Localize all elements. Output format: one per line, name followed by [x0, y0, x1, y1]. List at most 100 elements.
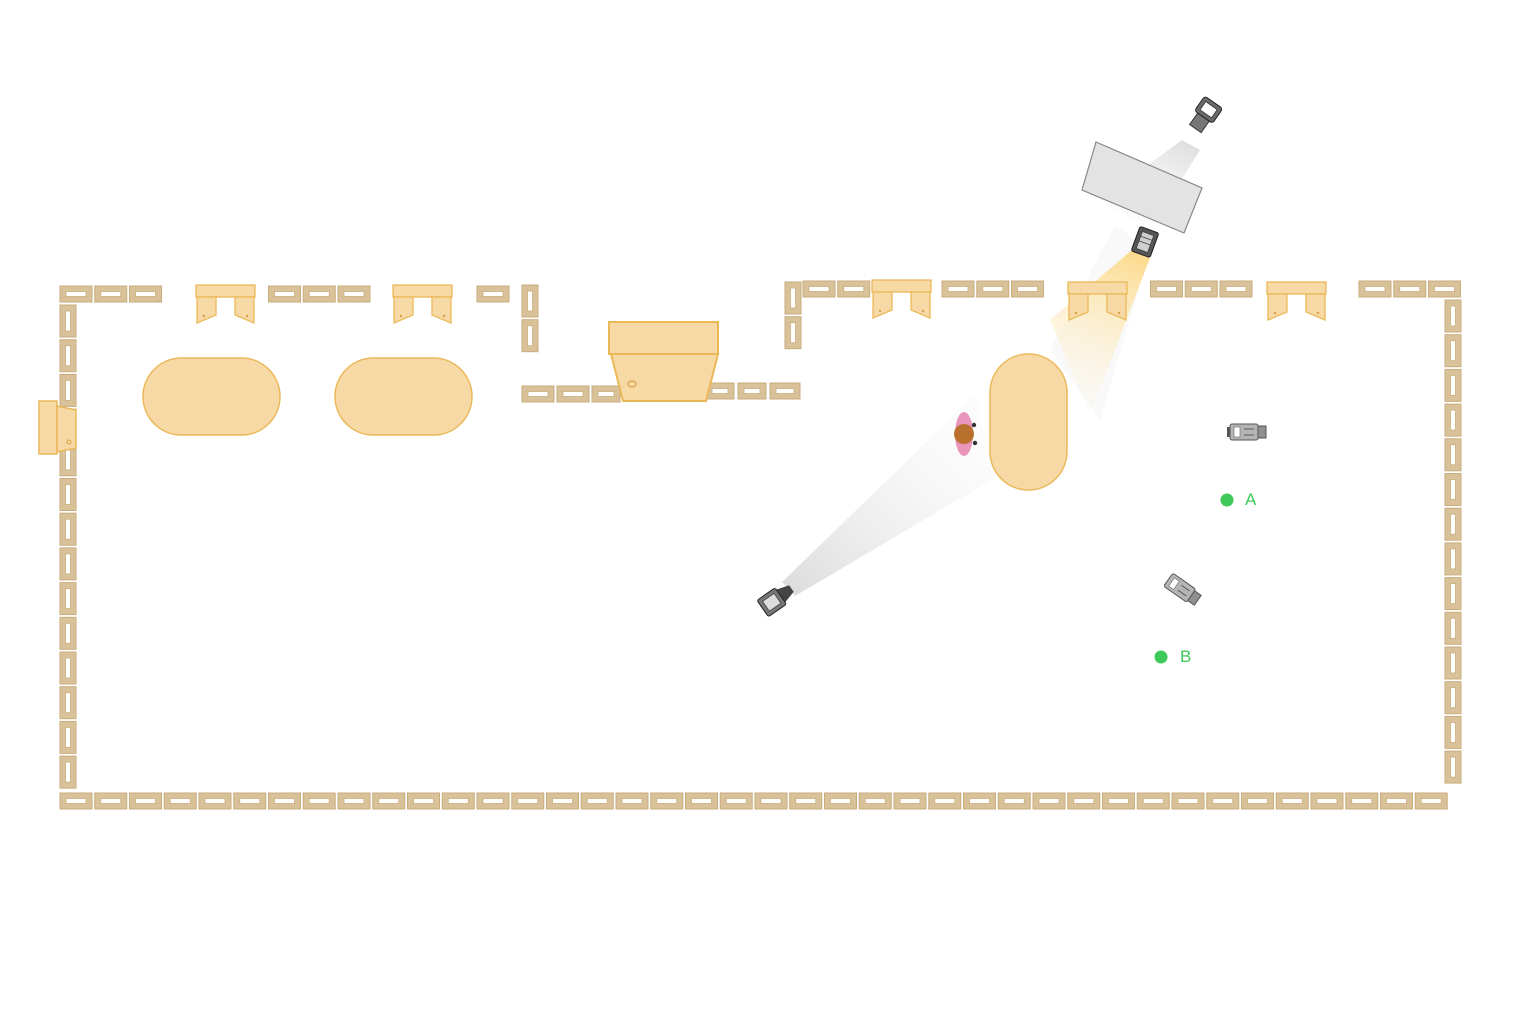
wall-block-slot: [65, 588, 71, 609]
room-walls: [59, 280, 1462, 810]
wall-block-slot: [808, 286, 830, 292]
wall-block-slot: [1450, 340, 1456, 362]
wall-block-slot: [760, 798, 782, 804]
wall-block-slot: [447, 798, 469, 804]
wall-block-slot: [934, 798, 956, 804]
wall-block-slot: [308, 798, 330, 804]
wall-block-slot: [65, 798, 87, 804]
wall-block-slot: [65, 291, 87, 297]
table-2: [334, 357, 473, 436]
wall-block-slot: [1038, 798, 1060, 804]
wall-block-slot: [1364, 286, 1386, 292]
wall-block-slot: [378, 798, 400, 804]
wall-block-slot: [656, 798, 678, 804]
wall-block-slot: [1108, 798, 1129, 804]
camera-icon: [757, 585, 794, 617]
wall-block-slot: [1434, 286, 1455, 292]
wall-block-slot: [1225, 286, 1247, 292]
wall-block-slot: [239, 798, 261, 804]
side-cabinet: [38, 400, 77, 455]
wall-block-slot: [527, 290, 533, 312]
wall-block-slot: [65, 727, 71, 748]
wall-block-slot: [65, 622, 71, 644]
table-1: [142, 357, 281, 436]
camera-view-cone: [782, 395, 995, 596]
table-3: [989, 353, 1068, 491]
wall-block-slot: [308, 291, 330, 297]
wall-block-slot: [65, 379, 71, 401]
wall-block-slot: [1450, 687, 1456, 709]
wall-block-slot: [1450, 617, 1456, 639]
wall-block-slot: [562, 391, 584, 397]
mark-b-label: B: [1180, 647, 1191, 666]
wall-block-slot: [527, 391, 549, 397]
wall-block-slot: [135, 291, 156, 297]
mark-a[interactable]: A: [1220, 490, 1258, 509]
mark-b[interactable]: B: [1154, 647, 1192, 666]
wall-block-slot: [1450, 513, 1456, 535]
wall-block-slot: [982, 286, 1004, 292]
camera-icon: [1163, 573, 1202, 606]
wall-block-slot: [725, 798, 747, 804]
wall-block-slot: [775, 388, 795, 394]
wall-block-slot: [517, 798, 539, 804]
wall-bracket: [871, 279, 932, 319]
wall-block-slot: [100, 798, 122, 804]
wall-block-slot: [482, 291, 504, 297]
wall-block-slot: [274, 291, 295, 297]
position-mark-icon: [1220, 493, 1234, 507]
wall-bracket: [1266, 281, 1327, 321]
wall-block-slot: [864, 798, 886, 804]
position-mark-icon: [1154, 650, 1168, 664]
wall-block-slot: [1017, 286, 1038, 292]
wall-block-slot: [1156, 286, 1177, 292]
key-light-icon: [1131, 226, 1159, 258]
wall-bracket: [1067, 281, 1128, 321]
wall-block-slot: [1450, 305, 1456, 327]
wall-block-slot: [843, 286, 865, 292]
wall-block-slot: [135, 798, 156, 804]
wall-block-slot: [1450, 444, 1456, 466]
furniture: [38, 279, 1327, 491]
wall-block-slot: [65, 553, 71, 575]
wall-block-slot: [1316, 798, 1338, 804]
wall-block-slot: [65, 449, 71, 471]
wall-block-slot: [899, 798, 921, 804]
light-icon: [1188, 96, 1223, 134]
wall-block-slot: [343, 798, 365, 804]
wall-block-slot: [586, 798, 608, 804]
wall-block-slot: [790, 287, 796, 309]
wall-block-slot: [691, 798, 712, 804]
wall-block-slot: [1420, 798, 1442, 804]
wall-block-slot: [947, 286, 969, 292]
wall-block-slot: [969, 798, 990, 804]
wall-block-slot: [65, 345, 71, 367]
wall-block-slot: [65, 518, 71, 540]
wall-block-slot: [1190, 286, 1212, 292]
wall-block-slot: [1386, 798, 1407, 804]
wall-block-slot: [1450, 374, 1456, 396]
wall-block-slot: [830, 798, 851, 804]
wall-block-slot: [1450, 409, 1456, 431]
wall-block-slot: [274, 798, 295, 804]
wall-block-slot: [597, 391, 615, 397]
wall-block-slot: [1450, 652, 1456, 674]
wall-block-slot: [527, 325, 533, 347]
wall-block-slot: [1450, 756, 1456, 778]
sink-unit: [608, 321, 720, 402]
wall-block-slot: [1142, 798, 1164, 804]
wall-block-slot: [1212, 798, 1234, 804]
wall-block-slot: [65, 692, 71, 714]
equipment: [757, 96, 1267, 617]
wall-block-slot: [100, 291, 122, 297]
wall-block-slot: [1450, 548, 1456, 570]
mark-a-label: A: [1245, 490, 1257, 509]
wall-bracket: [195, 284, 256, 324]
wall-block-slot: [65, 484, 71, 505]
wall-block-slot: [1281, 798, 1303, 804]
position-marks: A B: [1154, 490, 1258, 666]
wall-block-slot: [552, 798, 573, 804]
wall-bracket: [392, 284, 453, 324]
wall-block-slot: [343, 291, 365, 297]
wall-block-slot: [482, 798, 504, 804]
